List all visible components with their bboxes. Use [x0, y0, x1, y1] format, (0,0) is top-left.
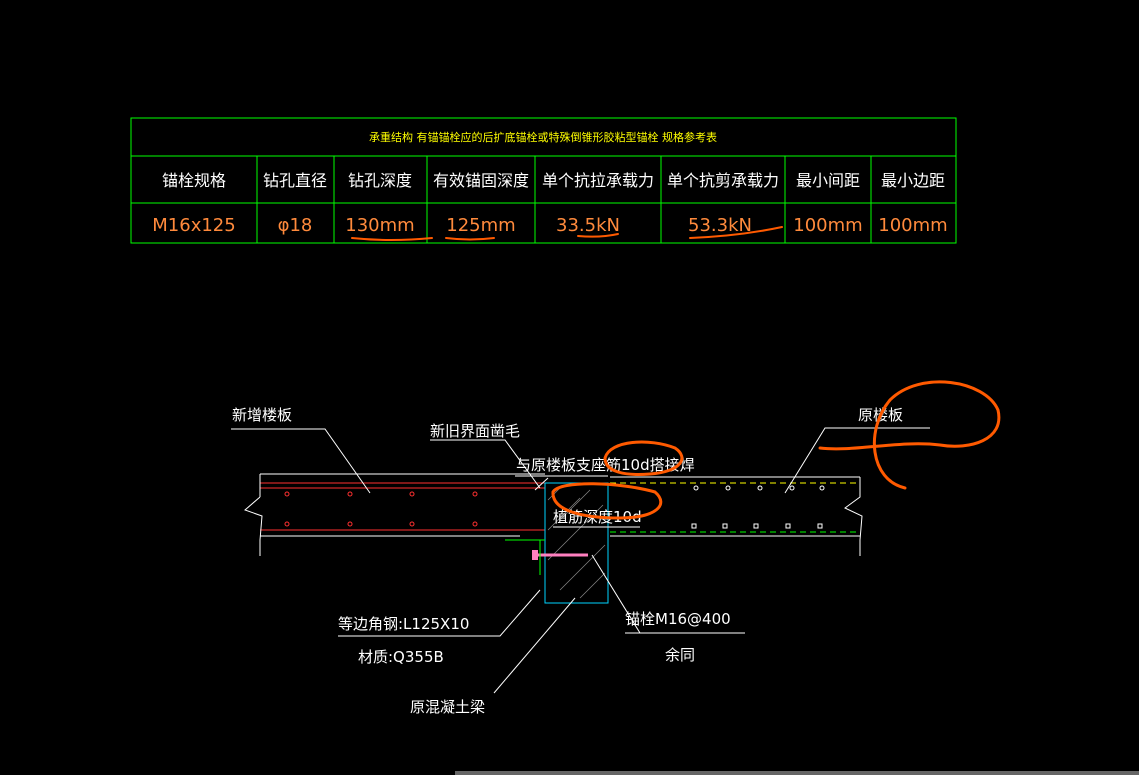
header-cell: 钻孔深度 — [348, 171, 412, 190]
table-title: 承重结构 有锚锚栓应的后扩底锚栓或特殊倒锥形胶粘型锚栓 规格参考表 — [369, 130, 717, 144]
spec-table — [130, 117, 957, 244]
beam-label: 原混凝土梁 — [410, 698, 485, 716]
header-cell: 有效锚固深度 — [433, 171, 529, 190]
interface-label: 新旧界面凿毛 — [430, 422, 520, 440]
table-value-row: M16x125 φ18 130mm 125mm 33.5kN 53.3kN 10… — [152, 215, 947, 236]
new-slab-label: 新增楼板 — [232, 406, 292, 424]
original-slab — [610, 476, 863, 556]
value-cell: M16x125 — [152, 215, 235, 236]
value-cell: 100mm — [878, 215, 947, 236]
concrete-beam — [544, 482, 609, 604]
value-cell: 125mm — [446, 215, 515, 236]
table-header-row: 锚栓规格 钻孔直径 钻孔深度 有效锚固深度 单个抗拉承载力 单个抗剪承载力 最小… — [162, 171, 945, 190]
same-label: 余同 — [665, 646, 695, 664]
header-cell: 最小间距 — [796, 171, 860, 190]
header-cell: 单个抗拉承载力 — [542, 171, 654, 190]
markup-underlines — [351, 226, 783, 241]
leader-lines — [231, 427, 930, 694]
header-cell: 最小边距 — [881, 171, 945, 190]
value-cell: 53.3kN — [688, 215, 752, 236]
markup-annotations — [551, 380, 1001, 520]
anchor-label: 锚栓M16@400 — [625, 610, 731, 628]
value-cell: 33.5kN — [556, 215, 620, 236]
value-cell: 100mm — [793, 215, 862, 236]
header-cell: 钻孔直径 — [263, 171, 327, 190]
value-cell: 130mm — [345, 215, 414, 236]
anchor-bolt — [505, 539, 588, 575]
new-slab — [244, 473, 545, 556]
angle-steel-label: 等边角钢:L125X10 — [338, 615, 469, 633]
header-cell: 锚栓规格 — [162, 171, 226, 190]
value-cell: φ18 — [278, 215, 313, 236]
header-cell: 单个抗剪承载力 — [667, 171, 779, 190]
material-label: 材质:Q355B — [358, 648, 444, 666]
status-bar — [455, 771, 1139, 775]
